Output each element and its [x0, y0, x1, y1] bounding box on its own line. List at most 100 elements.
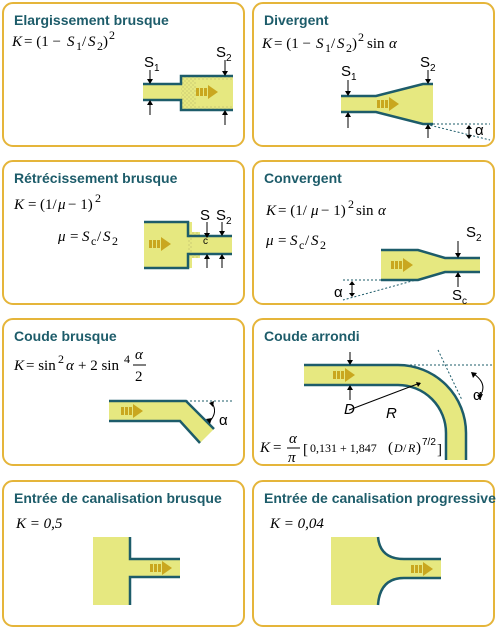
formula-coude-arrondi: K = α π [ 0,131 + 1,847 ( D / R )7/2 ]	[259, 431, 442, 466]
svg-text:2: 2	[95, 191, 101, 205]
label-s2: S	[216, 44, 226, 61]
panel-convergent: Convergent	[252, 160, 495, 305]
label-alpha: α	[334, 284, 343, 301]
label-s2-sub: 2	[226, 53, 232, 64]
svg-text:=: =	[28, 197, 36, 213]
svg-text:K: K	[13, 358, 25, 374]
flow-arrow-icon	[411, 562, 433, 576]
label-s2: S	[216, 207, 226, 224]
flow-arrow-icon	[333, 368, 355, 382]
svg-text:K: K	[13, 197, 25, 213]
label-r: R	[386, 405, 397, 422]
label-sc-sub: c	[462, 296, 467, 307]
flow-arrow-icon	[150, 561, 172, 575]
svg-text:K: K	[261, 36, 273, 52]
label-s2-sub: 2	[226, 216, 232, 227]
svg-text:α: α	[389, 36, 398, 52]
svg-text:1: 1	[76, 39, 82, 53]
flow-arrow-icon	[121, 404, 143, 418]
nozzle-diagram: α S 2 S c	[334, 224, 482, 307]
svg-text:sin: sin	[367, 36, 385, 52]
sudden-contraction-diagram: S c S 2	[144, 207, 232, 270]
svg-text:α: α	[378, 203, 387, 219]
svg-text:= (1/: = (1/	[278, 203, 308, 219]
svg-text:K: K	[259, 440, 271, 456]
panel-title: Convergent	[264, 170, 342, 186]
svg-text:− 1): − 1)	[68, 197, 93, 213]
label-sc: S	[452, 287, 462, 304]
svg-text:): )	[352, 36, 357, 52]
svg-text:S: S	[311, 233, 319, 249]
label-alpha: α	[219, 412, 228, 429]
svg-text:2: 2	[135, 369, 143, 385]
svg-text:): )	[416, 440, 421, 456]
svg-text:+ 2 sin: + 2 sin	[78, 358, 119, 374]
svg-text:μ: μ	[310, 203, 319, 219]
panel-title: Entrée de canalisation brusque	[14, 490, 222, 506]
sharp-bend-diagram: α	[109, 399, 234, 444]
svg-text:2: 2	[112, 234, 118, 248]
svg-text:R: R	[407, 441, 416, 455]
label-s2-sub: 2	[430, 63, 436, 74]
label-s2: S	[466, 224, 476, 241]
panel-retrecissement: Rétrécissement brusque	[2, 160, 245, 305]
svg-text:K: K	[11, 34, 23, 50]
svg-text:(: (	[388, 440, 393, 456]
svg-text:α: α	[66, 358, 75, 374]
label-s: S	[200, 207, 210, 224]
svg-text:1: 1	[325, 41, 331, 55]
svg-text:μ: μ	[57, 229, 66, 245]
svg-text:S: S	[316, 36, 324, 52]
svg-text:=: =	[70, 229, 78, 245]
panel-title: Entrée de canalisation progressive	[264, 490, 496, 506]
panel-divergent: Divergent	[252, 2, 495, 147]
svg-text:/: /	[97, 229, 102, 245]
svg-text:0,131 + 1,847: 0,131 + 1,847	[310, 441, 377, 455]
rounded-entrance-diagram	[331, 536, 441, 606]
svg-text:=: =	[278, 233, 286, 249]
svg-text:/: /	[82, 34, 87, 50]
label-s1: S	[341, 63, 351, 80]
svg-text:μ: μ	[57, 197, 66, 213]
svg-text:]: ]	[437, 442, 442, 458]
label-s2-sub: 2	[476, 233, 482, 244]
svg-text:2: 2	[109, 28, 115, 42]
svg-text:2: 2	[348, 197, 354, 211]
label-d: D	[344, 401, 355, 418]
svg-text:2: 2	[97, 39, 103, 53]
flow-arrow-icon	[377, 97, 399, 111]
panel-title: Divergent	[264, 12, 329, 28]
formula-entree-progressive: K = 0,04	[269, 516, 324, 532]
panel-title: Rétrécissement brusque	[14, 170, 178, 186]
svg-text:2: 2	[58, 352, 64, 366]
svg-text:= (1 −: = (1 −	[24, 34, 61, 50]
svg-text:S: S	[67, 34, 75, 50]
flow-arrow-icon	[149, 237, 171, 251]
panel-title: Coude brusque	[14, 328, 117, 344]
svg-text:− 1): − 1)	[321, 203, 346, 219]
svg-text:/: /	[305, 233, 310, 249]
svg-text:=: =	[273, 440, 281, 456]
formula-entree-brusque: K = 0,5	[15, 516, 63, 532]
flow-arrow-icon	[391, 258, 413, 272]
label-s2: S	[420, 54, 430, 71]
svg-text:α: α	[289, 431, 298, 447]
svg-text:S: S	[337, 36, 345, 52]
label-alpha: α	[475, 122, 484, 139]
diffuser-diagram: α S 1 S 2	[341, 54, 491, 141]
svg-text:α: α	[135, 347, 144, 363]
svg-text:c: c	[91, 234, 96, 248]
svg-text:S: S	[82, 229, 90, 245]
svg-text:D: D	[393, 441, 403, 455]
svg-text:c: c	[299, 238, 304, 252]
panel-title: Elargissement brusque	[14, 12, 169, 28]
svg-text:2: 2	[320, 238, 326, 252]
svg-text:μ: μ	[265, 233, 274, 249]
rounded-bend-diagram: α R D	[304, 349, 492, 460]
svg-text:S: S	[88, 34, 96, 50]
svg-text:2: 2	[346, 41, 352, 55]
